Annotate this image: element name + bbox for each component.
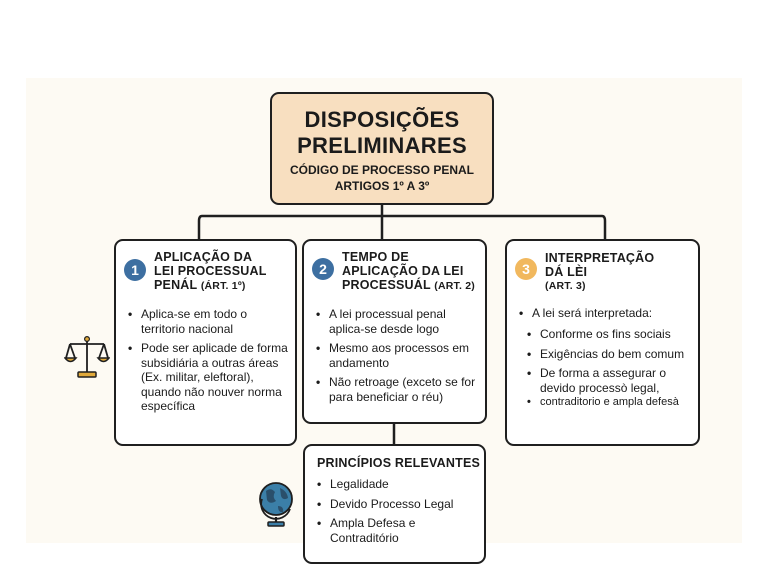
- header-box: DISPOSIÇÕES PRELIMINARES CÓDIGO DE PROCE…: [270, 92, 494, 205]
- connector-lines: [197, 205, 607, 444]
- card-title: INTERPRETAÇÃO DÁ LÈI (ART. 3): [545, 251, 692, 293]
- list-item: De forma a assegurar o devido processò l…: [527, 366, 692, 395]
- list-item: Devido Processo Legal: [317, 497, 478, 512]
- list-item: A lei processual penal aplica-se desde l…: [316, 307, 479, 336]
- list-item: Conforme os fins sociais: [527, 327, 692, 342]
- header-title-line1: DISPOSIÇÕES: [304, 107, 460, 132]
- card-title-line3: PENÁL: [154, 278, 198, 292]
- card-article: (ART. 3): [545, 280, 586, 292]
- card-tempo: 2 TEMPO DE APLICAÇÃO DA LEI PROCESSUÁL (…: [302, 239, 487, 424]
- card-number-badge: 3: [515, 258, 537, 280]
- card-title-line1: INTERPRETAÇÃO: [545, 251, 655, 265]
- connector-tree: [197, 205, 607, 239]
- card-title: TEMPO DE APLICAÇÃO DA LEI PROCESSUÁL (AR…: [342, 250, 479, 293]
- card-title-line3: PROCESSUÁL: [342, 278, 431, 292]
- list-item: Não retroage (exceto se for para benefic…: [316, 375, 479, 404]
- card-items: A lei processual penal aplica-se desde l…: [316, 307, 479, 409]
- header-title-line2: PRELIMINARES: [297, 133, 467, 158]
- header-subtitle-line1: CÓDIGO DE PROCESSO PENAL: [289, 163, 475, 177]
- card-lead-text: A lei será interpretada:: [519, 306, 652, 321]
- card-items: Aplica-se em todo o territorio nacional …: [128, 307, 289, 419]
- card-items: Conforme os fins sociais Exigências do b…: [527, 327, 692, 415]
- header-subtitle-line2: ARTIGOS 1º A 3º: [334, 179, 430, 193]
- card-aplicacao: 1 APLICAÇÃO DA LEI PROCESSUAL PENÁL (ÁRT…: [114, 239, 297, 446]
- list-item: Ampla Defesa e Contraditório: [317, 516, 478, 545]
- card-title: APLICAÇÃO DA LEI PROCESSUAL PENÁL (ÁRT. …: [154, 250, 289, 293]
- principles-items: Legalidade Devido Processo Legal Ampla D…: [317, 477, 478, 550]
- list-item-continuation: contraditorio e ampla defesà: [527, 395, 692, 410]
- card-title-line2: DÁ LÈI: [545, 265, 588, 279]
- list-item: Aplica-se em todo o territorio nacional: [128, 307, 289, 336]
- card-article: (ART. 2): [434, 280, 475, 292]
- card-title-line1: APLICAÇÃO DA: [154, 250, 253, 264]
- list-item: Mesmo aos processos em andamento: [316, 341, 479, 370]
- globe-icon: [259, 482, 293, 527]
- list-item: Pode ser aplicade de forma subsidiária a…: [128, 341, 289, 414]
- list-item: Legalidade: [317, 477, 478, 492]
- card-number-badge: 1: [124, 259, 146, 281]
- card-article: (ÁRT. 1º): [200, 280, 246, 292]
- list-item: Exigências do bem comum: [527, 347, 692, 362]
- card-number-badge: 2: [312, 258, 334, 280]
- card-title-line2: LEI PROCESSUAL: [154, 264, 267, 278]
- card-title-line2: APLICAÇÃO DA LEI: [342, 264, 464, 278]
- card-interpretacao: 3 INTERPRETAÇÃO DÁ LÈI (ART. 3) A lei se…: [505, 239, 700, 446]
- scales-of-justice-icon: [64, 335, 110, 378]
- principles-box: PRINCÍPIOS RELEVANTES Legalidade Devido …: [303, 444, 486, 564]
- card-title-line1: TEMPO DE: [342, 250, 409, 264]
- principles-title: PRINCÍPIOS RELEVANTES: [317, 456, 481, 470]
